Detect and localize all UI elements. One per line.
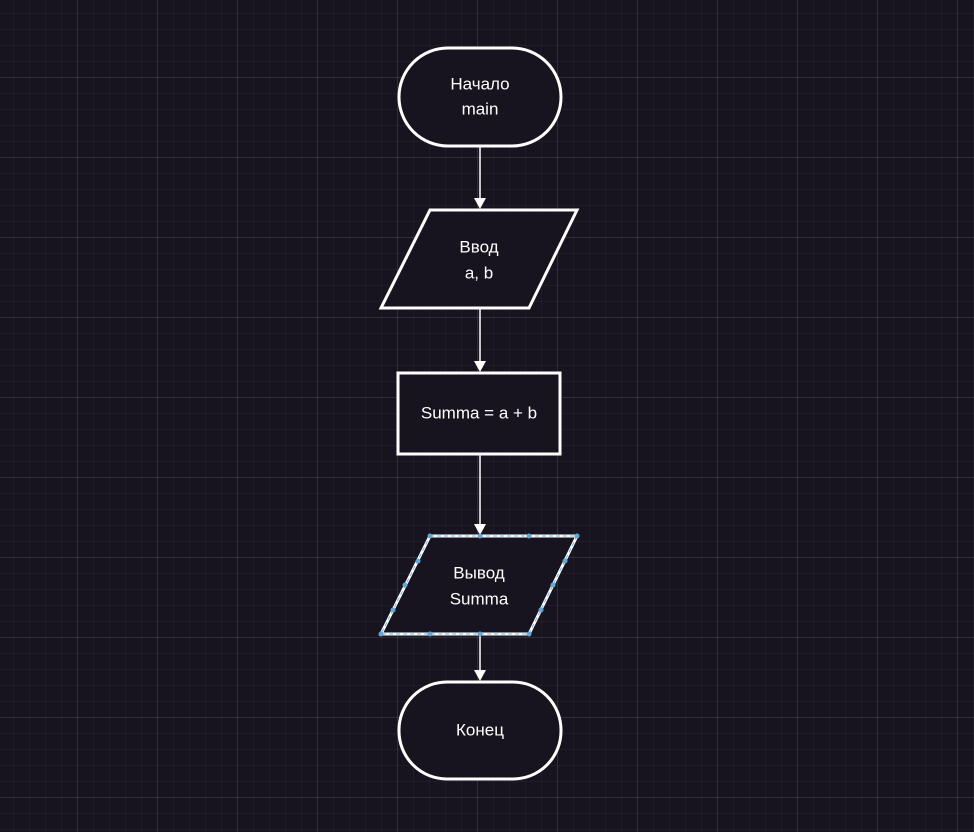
process-rectangle[interactable]: Summa = a + b (396, 371, 562, 456)
edge-output-to-end[interactable] (474, 634, 486, 681)
selection-handles[interactable] (378, 533, 580, 637)
input-label-line1: Ввод (459, 237, 498, 256)
start-terminator[interactable]: Начало main (397, 46, 563, 148)
output-parallelogram[interactable]: Вывод Summa (378, 533, 580, 637)
input-parallelogram[interactable]: Ввод a, b (378, 208, 580, 310)
edge-start-to-input[interactable] (474, 146, 486, 209)
output-label-line1: Вывод (453, 563, 504, 582)
process-label: Summa = a + b (421, 403, 537, 422)
start-label-line2: main (462, 99, 499, 118)
edge-input-to-process[interactable] (474, 309, 486, 372)
end-terminator[interactable]: Конец (397, 680, 563, 781)
end-label: Конец (456, 720, 504, 739)
input-label-line2: a, b (465, 263, 493, 282)
start-label-line1: Начало (450, 74, 509, 93)
output-label-line2: Summa (450, 589, 509, 608)
edge-process-to-output[interactable] (474, 454, 486, 535)
